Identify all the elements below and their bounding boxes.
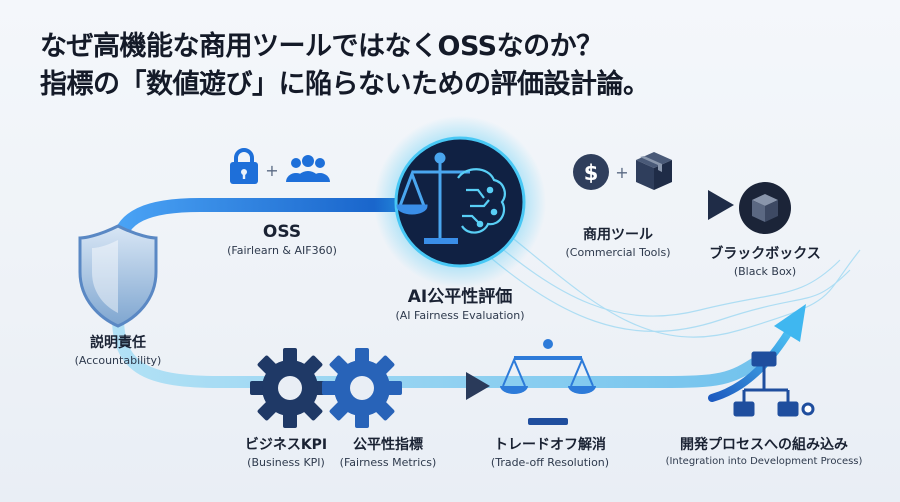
oss-label-en: (Fairlearn & AIF360) bbox=[227, 244, 337, 257]
blackbox-label-jp: ブラックボックス bbox=[709, 246, 821, 262]
rising-arrow bbox=[708, 326, 794, 402]
commercial-label-jp: 商用ツール bbox=[583, 227, 653, 243]
users-icon bbox=[286, 155, 330, 182]
oss-label: OSS (Fairlearn & AIF360) bbox=[218, 222, 346, 257]
plus-sign-left: + bbox=[265, 161, 278, 180]
dollar-symbol: $ bbox=[584, 161, 599, 185]
package-icon bbox=[636, 152, 672, 190]
tradeoff-label-jp: トレードオフ解消 bbox=[494, 437, 606, 453]
business-kpi-label-jp: ビジネスKPI bbox=[244, 437, 328, 453]
balance-scale-icon bbox=[396, 152, 470, 244]
business-kpi-label: ビジネスKPI (Business KPI) bbox=[236, 434, 336, 469]
blackbox-label: ブラックボックス (Black Box) bbox=[700, 243, 830, 278]
center-label-jp: AI公平性評価 bbox=[407, 287, 513, 307]
shield-icon bbox=[78, 224, 158, 328]
blackbox-label-en: (Black Box) bbox=[733, 265, 797, 278]
commercial-label: 商用ツール (Commercial Tools) bbox=[560, 224, 676, 259]
ai-fairness-emblem bbox=[374, 116, 546, 288]
integration-label-jp: 開発プロセスへの組み込み bbox=[680, 437, 848, 453]
page-title: なぜ高機能な商用ツールではなくOSSなのか？ 指標の「数値遊び」に陥らないための… bbox=[40, 28, 880, 104]
title-line-1: なぜ高機能な商用ツールではなくOSSなのか？ bbox=[40, 31, 603, 62]
lock-icon bbox=[230, 148, 258, 184]
commercial-arrow-head bbox=[708, 190, 734, 220]
fairness-metrics-label-jp: 公平性指標 bbox=[353, 437, 423, 453]
fairness-gear-icon bbox=[322, 348, 402, 428]
fairness-metrics-label-en: (Fairness Metrics) bbox=[339, 456, 437, 469]
dollar-icon: $ bbox=[573, 154, 609, 190]
business-kpi-label-en: (Business KPI) bbox=[247, 456, 325, 469]
integration-label-en: (Integration into Development Process) bbox=[665, 456, 863, 467]
oss-label-jp: OSS bbox=[262, 222, 302, 242]
commercial-label-en: (Commercial Tools) bbox=[565, 246, 671, 259]
center-label-en: (AI Fairness Evaluation) bbox=[395, 309, 525, 322]
accountability-label-en: (Accountability) bbox=[74, 354, 162, 367]
black-box-icon bbox=[739, 182, 791, 234]
lower-flow-curve bbox=[112, 312, 766, 388]
accountability-label: 説明責任 (Accountability) bbox=[60, 332, 176, 367]
fairness-metrics-label: 公平性指標 (Fairness Metrics) bbox=[334, 434, 442, 469]
wave-lines bbox=[469, 219, 861, 338]
tradeoff-label: トレードオフ解消 (Trade-off Resolution) bbox=[488, 434, 612, 469]
process-flowchart-icon bbox=[733, 351, 815, 417]
title-line-2: 指標の「数値遊び」に陥らないための評価設計論。 bbox=[40, 69, 650, 100]
accountability-label-jp: 説明責任 bbox=[90, 335, 146, 351]
tradeoff-scale-icon bbox=[500, 339, 596, 425]
rising-arrow-head bbox=[774, 304, 806, 342]
plus-sign-right: + bbox=[615, 163, 628, 182]
business-gear-icon bbox=[250, 348, 330, 428]
tradeoff-label-en: (Trade-off Resolution) bbox=[490, 456, 610, 469]
integration-label: 開発プロセスへの組み込み (Integration into Developme… bbox=[664, 434, 864, 467]
brain-icon bbox=[457, 168, 506, 234]
tradeoff-arrow-head bbox=[466, 372, 490, 400]
center-label: AI公平性評価 (AI Fairness Evaluation) bbox=[380, 282, 540, 322]
